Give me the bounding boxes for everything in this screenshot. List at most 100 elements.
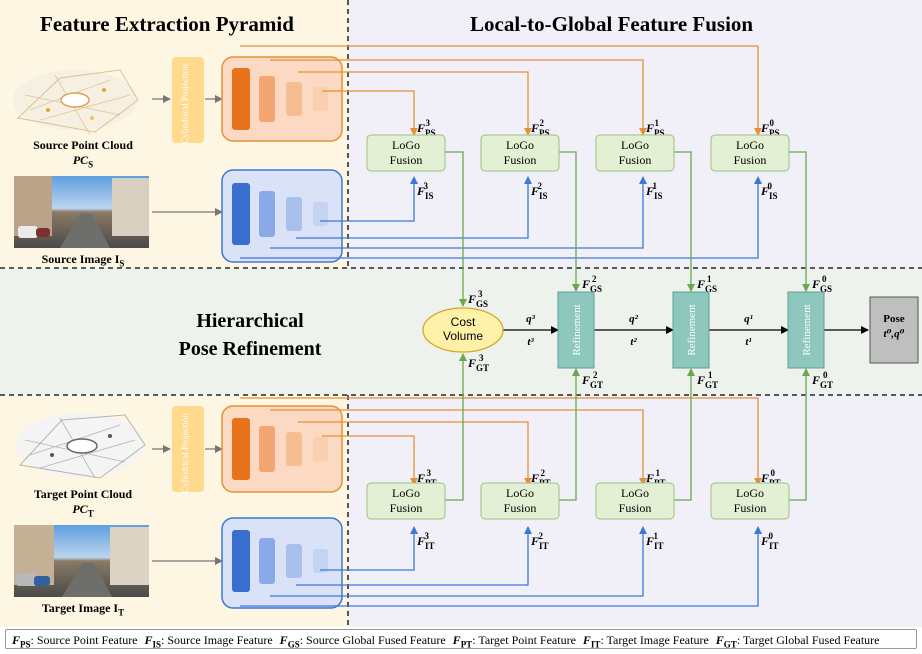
source-image-caption: Source Image IS (41, 252, 125, 269)
logo-label-line1: LoGo (506, 486, 534, 500)
fused-target-label: FGT1 (696, 370, 718, 390)
pose-q-label: q³ (526, 313, 536, 325)
logo-fusion-box (366, 482, 446, 520)
target-image-route-3 (320, 526, 418, 571)
legend-item: FGT: Target Global Fused Feature (715, 633, 880, 650)
point-pyramid-layer (232, 418, 250, 480)
point-pyramid-layer (286, 432, 302, 466)
fused-route-source-3 (445, 151, 467, 307)
fused-route-target-0 (789, 368, 810, 501)
refinement-label: Refinement (571, 304, 583, 355)
pose-q-label: q¹ (744, 313, 753, 325)
target-image-route-2 (296, 526, 532, 586)
legend-item: FPT: Target Point Feature (452, 633, 576, 650)
point-pyramid-layer (313, 437, 328, 461)
fused-route-source-2 (559, 151, 580, 292)
target-cloud-caption: Target Point Cloud PCT (33, 487, 133, 519)
fused-route-target-3 (445, 353, 467, 501)
source-image-feature-label: FIS2 (530, 181, 548, 201)
source-point-pyramid (221, 56, 343, 142)
logo-fusion-box (595, 482, 675, 520)
logo-label-line1: LoGo (392, 486, 420, 500)
pose-t-label: t³ (527, 336, 534, 348)
fused-source-label: FGS3 (467, 289, 488, 309)
source-point-feature-label: FPS1 (645, 118, 665, 138)
logo-label-line1: LoGo (736, 138, 764, 152)
pose-t-label: t¹ (745, 336, 751, 348)
feature-routing: FPS3FPS2FPS1FPS0FIS3FIS2FIS1FIS0FPT3FPT2… (240, 45, 869, 607)
logo-fusion-box (480, 134, 560, 172)
fused-route-source-1 (674, 151, 695, 292)
image-pyramid-layer (286, 544, 302, 578)
fused-route-source-0 (789, 151, 810, 292)
logo-label-line1: LoGo (506, 138, 534, 152)
image-pyramid-layer (313, 549, 328, 573)
image-pyramid-layer (313, 202, 328, 226)
source-point-cloud-picture (13, 69, 139, 136)
target-image-route-1 (270, 526, 647, 597)
source-image-feature-label: FIS1 (645, 181, 663, 201)
source-point-route-0 (240, 45, 762, 136)
source-point-feature-label: FPS0 (760, 118, 780, 138)
target-image-picture (14, 525, 149, 597)
logo-label-line2: Fusion (734, 153, 767, 167)
target-image-feature-label: FIT2 (530, 531, 549, 551)
target-image-feature-label: FIT0 (760, 531, 779, 551)
logo-label-line2: Fusion (504, 501, 537, 515)
point-pyramid-layer (313, 87, 328, 111)
fused-source-label: FGS0 (811, 274, 832, 294)
image-pyramid-layer (286, 197, 302, 231)
source-image-route-1 (270, 176, 647, 249)
point-pyramid-layer (286, 82, 302, 116)
target-point-cloud-picture (16, 413, 146, 479)
legend-item: FIT: Target Image Feature (582, 633, 709, 650)
logo-label-line1: LoGo (621, 138, 649, 152)
source-image-route-0 (240, 176, 762, 259)
source-image-route-2 (296, 176, 532, 239)
logo-label-line2: Fusion (619, 501, 652, 515)
pyramid-layers (232, 68, 328, 592)
source-image-picture (14, 176, 149, 248)
fusion-panel-top (348, 0, 922, 268)
source-image-route-3 (320, 176, 418, 222)
projection-box-target (172, 406, 204, 492)
refinement-label: Refinement (686, 304, 698, 355)
pose-t-label: t² (630, 336, 637, 348)
fused-target-label: FGT3 (467, 353, 489, 373)
refinement-box (557, 291, 595, 369)
cost-volume (422, 307, 504, 353)
logo-label-line2: Fusion (504, 153, 537, 167)
target-image-feature-label: FIT3 (416, 531, 435, 551)
refinement-title-line2: Pose Refinement (178, 338, 322, 360)
source-image-feature-label: FIS3 (416, 181, 434, 201)
logo-label-line1: LoGo (736, 486, 764, 500)
source-point-feature-label: FPS3 (416, 118, 436, 138)
target-point-route-1 (270, 409, 647, 486)
source-point-feature-label: FPS2 (530, 118, 550, 138)
pose-box (869, 296, 919, 364)
logo-fusion-box (366, 134, 446, 172)
fused-target-label: FGT0 (811, 370, 833, 390)
logo-fusion-box (710, 482, 790, 520)
source-image-feature-label: FIS0 (760, 181, 778, 201)
logo-label-line2: Fusion (734, 501, 767, 515)
logo-label-line1: LoGo (392, 138, 420, 152)
point-pyramid-layer (232, 68, 250, 130)
source-point-route-2 (298, 71, 532, 136)
source-point-route-3 (322, 90, 418, 136)
logo-label-line2: Fusion (390, 501, 423, 515)
legend-item: FGS: Source Global Fused Feature (279, 633, 446, 650)
logo-fusion-box (595, 134, 675, 172)
image-pyramid-layer (259, 191, 275, 237)
fused-route-target-2 (559, 368, 580, 501)
source-image-pyramid (221, 169, 343, 263)
image-pyramid-layer (259, 538, 275, 584)
refinement-title-line1: Hierarchical (196, 310, 304, 332)
fused-source-label: FGS1 (696, 274, 717, 294)
image-pyramid-layer (232, 183, 250, 245)
